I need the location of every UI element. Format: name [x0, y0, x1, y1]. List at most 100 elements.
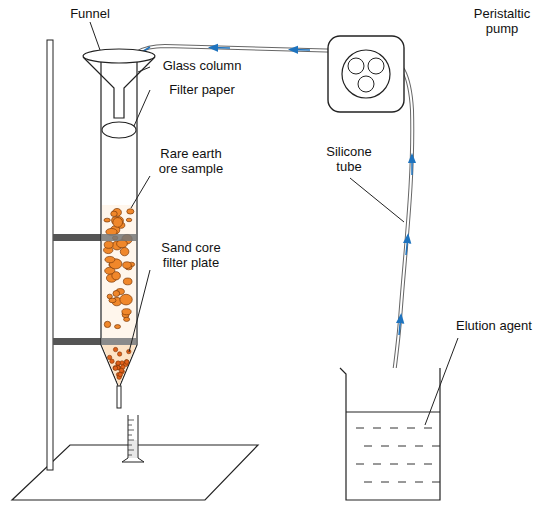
ore-particle	[111, 211, 117, 216]
liquid-dash	[407, 428, 415, 429]
leader-line	[129, 270, 150, 352]
scale-tick	[128, 420, 134, 421]
sand-particles	[107, 347, 131, 379]
ore-particle	[112, 272, 121, 280]
label-pump: Peristaltic pump	[462, 6, 542, 36]
scale-tick	[128, 445, 132, 446]
leader-line	[138, 67, 150, 72]
leader-line	[134, 90, 150, 126]
label-funnel: Funnel	[55, 6, 125, 21]
liquid-dash	[364, 446, 372, 447]
liquid-dash	[432, 446, 440, 447]
ore-bed	[102, 205, 136, 338]
funnel-body	[83, 57, 155, 118]
liquid-dash	[415, 446, 423, 447]
ore-particle	[107, 294, 112, 299]
funnel-rim	[83, 49, 155, 63]
filter-paper	[102, 122, 136, 138]
label-tube: Silicone tube	[318, 144, 380, 174]
liquid-level	[346, 412, 440, 413]
ore-particle	[104, 218, 110, 222]
liquid-dash	[398, 482, 406, 483]
liquid-dash	[373, 464, 381, 465]
liquid-dash	[424, 464, 432, 465]
ore-particle	[123, 278, 132, 285]
liquid-dash	[381, 482, 389, 483]
column-outlet	[117, 386, 121, 408]
sand-grain	[118, 372, 122, 376]
leader-line	[131, 176, 150, 208]
sand-grain	[125, 360, 129, 364]
glass-column	[101, 62, 137, 388]
label-filter: Filter paper	[152, 82, 252, 97]
sand-grain	[113, 366, 117, 370]
beaker	[340, 368, 440, 500]
pump-roller	[358, 76, 374, 92]
ore-particle	[104, 241, 113, 248]
scale-tick	[128, 440, 134, 441]
ore-particle	[122, 309, 131, 315]
label-ore: Rare earth ore sample	[150, 146, 232, 176]
ore-particle	[124, 317, 130, 321]
scale-tick	[128, 450, 134, 451]
sand-grain	[113, 347, 117, 351]
scale-tick	[128, 435, 132, 436]
ore-particle	[105, 256, 115, 262]
measuring-cylinder	[122, 415, 144, 462]
label-agent: Elution agent	[446, 318, 542, 333]
liquid-dash	[415, 482, 423, 483]
pump-housing	[328, 36, 404, 112]
ore-particle	[113, 218, 123, 228]
liquid-dash	[381, 446, 389, 447]
pump-roller	[348, 58, 364, 74]
scale-tick	[128, 425, 132, 426]
ore-particles	[104, 208, 135, 328]
sand-core	[102, 345, 136, 386]
label-column: Glass column	[152, 58, 252, 73]
liquid-dash	[407, 464, 415, 465]
ore-particle	[104, 321, 110, 327]
ore-particle	[123, 262, 132, 269]
scale-tick	[128, 455, 132, 456]
leader-line	[425, 338, 458, 425]
ore-particle	[127, 209, 134, 214]
clamp-band	[101, 234, 137, 241]
label-plate: Sand core filter plate	[150, 240, 232, 270]
sand-grain	[124, 360, 128, 364]
scale-tick	[128, 430, 134, 431]
ore-particle	[115, 325, 121, 329]
sand-grain	[116, 362, 120, 366]
sand-grain	[116, 361, 120, 365]
liquid-dash	[373, 428, 381, 429]
leader-line	[350, 178, 404, 222]
flow-arrow	[411, 155, 413, 175]
cylinder-scale	[128, 420, 134, 455]
sand-grain	[107, 355, 111, 359]
liquid-dashes	[356, 428, 440, 482]
liquid-dash	[390, 428, 398, 429]
ore-particle	[120, 294, 132, 305]
ore-particle	[113, 291, 120, 297]
liquid-dash	[356, 464, 364, 465]
collected-liquid	[129, 440, 137, 458]
sand-grain	[117, 352, 121, 356]
flow-arrow	[406, 235, 408, 255]
liquid-dash	[424, 428, 432, 429]
flow-arrow	[210, 47, 230, 49]
liquid-dash	[398, 446, 406, 447]
pump-roller	[368, 58, 384, 74]
liquid-dash	[364, 482, 372, 483]
pump-rotor	[342, 50, 390, 98]
clamp	[53, 234, 101, 241]
ore-particle	[120, 247, 129, 255]
flow-arrow	[290, 49, 310, 51]
ore-particle	[126, 218, 132, 222]
clamp	[53, 338, 101, 345]
sand-grain	[113, 366, 117, 370]
stand-rod	[47, 40, 53, 470]
flow-arrow	[399, 315, 401, 335]
leader-line	[90, 22, 100, 50]
liquid-dash	[356, 428, 364, 429]
